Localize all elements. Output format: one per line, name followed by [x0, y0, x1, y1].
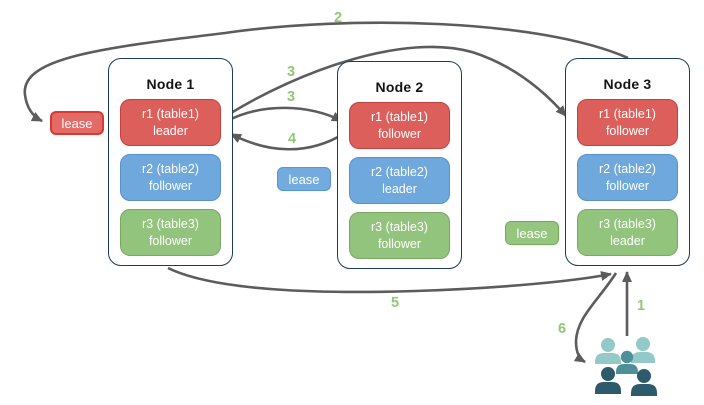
node-2: Node 2 r1 (table1) follower r2 (table2) … — [337, 61, 462, 269]
replica-role: leader — [153, 123, 188, 138]
node-3-replica-r2: r2 (table2) follower — [577, 154, 678, 201]
step-label-3a: 3 — [286, 64, 296, 80]
node-1-replica-r2: r2 (table2) follower — [120, 154, 221, 201]
step-label-1: 1 — [636, 298, 646, 314]
users-group-icon — [595, 337, 657, 396]
replica-name: r1 (table1) — [599, 107, 656, 122]
node-3-replica-r1: r1 (table1) follower — [577, 99, 678, 146]
step-label-5: 5 — [390, 295, 400, 311]
replica-role: follower — [148, 178, 193, 193]
replica-name: r1 (table1) — [371, 110, 428, 125]
lease-badge-red: lease — [50, 111, 104, 135]
arrow-step-3-to-node3 — [225, 45, 567, 118]
replica-name: r2 (table2) — [371, 165, 428, 180]
node-2-title: Node 2 — [375, 79, 424, 95]
lease-badge-green: lease — [505, 221, 559, 245]
arrow-step-3-to-node2 — [226, 106, 343, 123]
replica-name: r3 (table3) — [371, 220, 428, 235]
replica-name: r1 (table1) — [142, 107, 199, 122]
replica-role: follower — [377, 236, 422, 251]
node-3-replica-r3: r3 (table3) leader — [577, 209, 678, 256]
node-2-replica-r1: r1 (table1) follower — [349, 102, 450, 149]
replica-name: r3 (table3) — [599, 217, 656, 232]
replica-role: follower — [605, 178, 650, 193]
replica-name: r2 (table2) — [142, 162, 199, 177]
step-label-4: 4 — [287, 131, 297, 147]
node-1-replica-r1: r1 (table1) leader — [120, 99, 221, 146]
node-2-replica-r3: r3 (table3) follower — [349, 212, 450, 259]
replica-role: follower — [377, 126, 422, 141]
arrow-step-5 — [167, 266, 612, 294]
replica-role: leader — [610, 233, 645, 248]
node-3: Node 3 r1 (table1) follower r2 (table2) … — [565, 58, 690, 266]
replica-role: leader — [382, 181, 417, 196]
step-label-6: 6 — [557, 321, 567, 337]
node-1: Node 1 r1 (table1) leader r2 (table2) fo… — [108, 58, 233, 266]
arrow-step-4 — [230, 131, 346, 151]
replica-role: follower — [148, 233, 193, 248]
node-2-replica-r2: r2 (table2) leader — [349, 157, 450, 204]
arrow-step-6 — [573, 272, 618, 364]
lease-badge-blue: lease — [277, 167, 331, 191]
node-1-title: Node 1 — [146, 76, 195, 92]
replica-name: r3 (table3) — [142, 217, 199, 232]
node-1-replica-r3: r3 (table3) follower — [120, 209, 221, 256]
node-3-title: Node 3 — [603, 76, 652, 92]
step-label-2: 2 — [333, 10, 343, 26]
replica-role: follower — [605, 123, 650, 138]
step-label-3b: 3 — [286, 89, 296, 105]
arrow-step-2 — [23, 21, 629, 123]
replica-name: r2 (table2) — [599, 162, 656, 177]
